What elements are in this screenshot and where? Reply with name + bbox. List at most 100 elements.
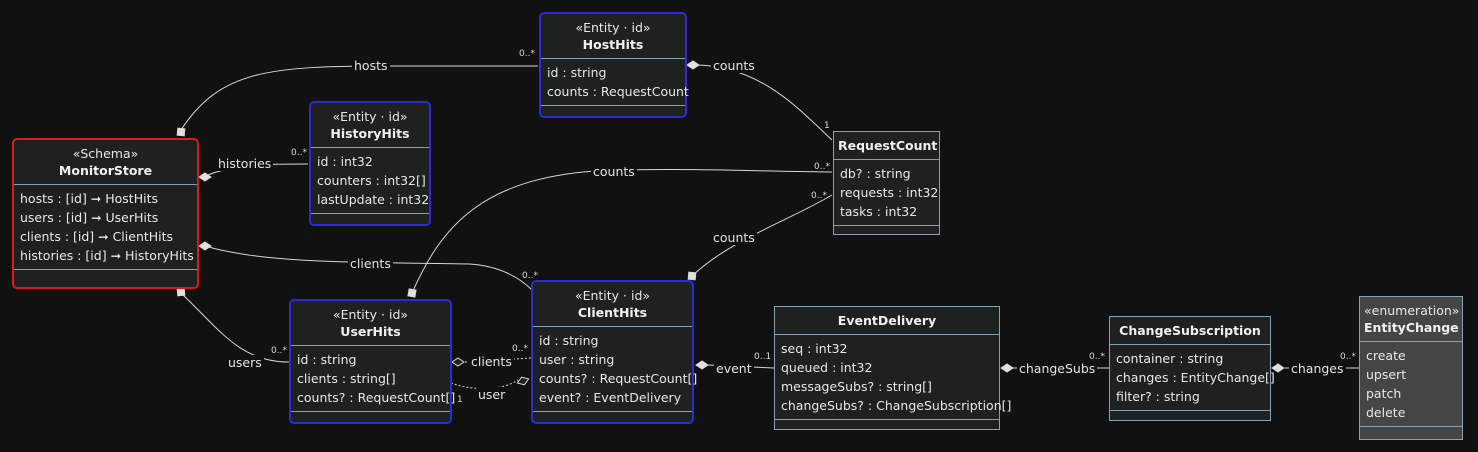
node-stereotype: «Entity · id»: [574, 288, 651, 303]
node-attributes: db? : string requests : int32 tasks : in…: [834, 160, 939, 226]
node-attribute: id : string: [547, 65, 607, 80]
node-title: ChangeSubscription: [1119, 323, 1261, 338]
node-attributes: id : int32 counters : int32[] lastUpdate…: [311, 148, 429, 214]
cardinality-client-user: 1: [457, 395, 463, 405]
cardinality-change-subs: 0..*: [1089, 352, 1105, 362]
aggregation-diamond: [695, 360, 709, 370]
node-attribute: container : string: [1116, 351, 1224, 366]
edge-label-histories: histories: [216, 156, 274, 171]
node-attribute: clients : [id] ➞ ClientHits: [20, 229, 174, 244]
node-attribute: counts? : RequestCount[]: [297, 390, 456, 405]
aggregation-diamond: [198, 241, 212, 251]
node-attributes: container : string changes : EntityChang…: [1110, 345, 1275, 411]
aggregation-diamond: [407, 288, 417, 298]
aggregation-diamond: [1000, 363, 1014, 373]
cardinality-users: 0..*: [271, 346, 287, 356]
node-attribute: id : int32: [317, 154, 373, 169]
node-attribute: counters : int32[]: [317, 173, 426, 188]
cardinality-clients: 0..*: [522, 271, 538, 281]
edge-label-client-counts: counts: [711, 230, 757, 245]
cardinality-changes: 0..*: [1340, 352, 1356, 362]
node-attribute: seq : int32: [781, 341, 848, 356]
node-stereotype: «Entity · id»: [575, 20, 651, 35]
node-attribute: db? : string: [840, 166, 911, 181]
edge-label-event: event: [714, 361, 754, 376]
edge-label-host-counts: counts: [711, 58, 757, 73]
edge-client-user: [450, 379, 519, 390]
node-monitor-store[interactable]: «Schema» MonitorStore hosts : [id] ➞ Hos…: [12, 138, 199, 289]
edge-host-counts: [693, 64, 833, 141]
node-title: ClientHits: [577, 305, 648, 320]
cardinality-host-counts: 1: [824, 121, 830, 131]
node-client-hits[interactable]: «Entity · id» ClientHits id : string use…: [531, 280, 698, 424]
cardinality-user-counts: 0..*: [814, 162, 830, 172]
node-title: HistoryHits: [330, 126, 410, 141]
enum-value: patch: [1366, 386, 1402, 401]
aggregation-diamond: [176, 127, 186, 137]
node-attribute: queued : int32: [781, 360, 873, 375]
node-attribute: changes : EntityChange[]: [1116, 370, 1275, 385]
node-title: EntityChange: [1364, 320, 1459, 335]
node-attributes: id : string counts : RequestCount: [541, 59, 689, 106]
cardinality-histories: 0..*: [291, 148, 307, 158]
aggregation-diamond: [198, 172, 212, 182]
node-history-hits[interactable]: «Entity · id» HistoryHits id : int32 cou…: [309, 101, 431, 226]
edge-label-hosts: hosts: [352, 58, 390, 73]
node-stereotype: «Entity · id»: [332, 307, 409, 322]
node-attribute: id : string: [297, 352, 357, 367]
cardinality-user-clients: 0..*: [512, 344, 528, 354]
aggregation-diamond: [687, 271, 697, 281]
cardinality-client-counts: 0..*: [811, 191, 827, 201]
node-title: RequestCount: [838, 138, 938, 153]
node-stereotype: «Entity · id»: [332, 109, 408, 124]
aggregation-diamond: [1271, 363, 1285, 373]
edge-label-user-counts: counts: [591, 164, 637, 179]
node-attributes: hosts : [id] ➞ HostHits users : [id] ➞ U…: [14, 185, 197, 270]
node-attribute: id : string: [539, 333, 599, 348]
node-attributes: id : string user : string counts? : Requ…: [533, 327, 698, 412]
node-attribute: lastUpdate : int32: [317, 192, 430, 207]
edge-user-counts: [411, 168, 833, 294]
node-title: MonitorStore: [58, 163, 153, 178]
edge-label-change-subs: changeSubs: [1017, 361, 1098, 376]
enum-value: create: [1366, 348, 1406, 363]
node-change-subscription[interactable]: ChangeSubscription container : string ch…: [1109, 316, 1275, 421]
node-attribute: messageSubs? : string[]: [781, 379, 932, 394]
edge-label-client-user: user: [476, 387, 508, 402]
cardinality-hosts: 0..*: [519, 49, 535, 59]
node-title: EventDelivery: [837, 313, 937, 328]
node-attribute: counts? : RequestCount[]: [539, 371, 698, 386]
node-attribute: histories : [id] ➞ HistoryHits: [20, 248, 194, 263]
node-user-hits[interactable]: «Entity · id» UserHits id : string clien…: [289, 299, 456, 424]
node-host-hits[interactable]: «Entity · id» HostHits id : string count…: [539, 12, 689, 118]
node-attributes: create upsert patch delete: [1360, 342, 1462, 427]
edge-label-changes: changes: [1289, 361, 1346, 376]
node-attribute: hosts : [id] ➞ HostHits: [20, 191, 158, 206]
edge-client-counts: [691, 194, 833, 277]
node-title: UserHits: [340, 324, 401, 339]
edge-label-user-clients: clients: [469, 354, 514, 369]
node-request-count[interactable]: RequestCount db? : string requests : int…: [833, 131, 940, 235]
node-stereotype: «Schema»: [72, 146, 139, 161]
node-attributes: seq : int32 queued : int32 messageSubs? …: [775, 335, 1012, 420]
node-entity-change[interactable]: «enumeration» EntityChange create upsert…: [1359, 296, 1463, 440]
node-attribute: user : string: [539, 352, 615, 367]
node-attribute: tasks : int32: [840, 204, 918, 219]
edge-clients: [204, 245, 533, 291]
node-attribute: filter? : string: [1116, 389, 1200, 404]
enum-value: delete: [1366, 405, 1406, 420]
aggregation-diamond: [686, 60, 700, 70]
node-attribute: event? : EventDelivery: [539, 390, 682, 405]
enum-value: upsert: [1366, 367, 1407, 382]
edge-users: [180, 292, 290, 363]
aggregation-diamond-hollow: [516, 376, 530, 386]
node-event-delivery[interactable]: EventDelivery seq : int32 queued : int32…: [774, 306, 1012, 430]
node-title: HostHits: [582, 37, 644, 52]
edge-label-clients: clients: [348, 256, 393, 271]
aggregation-diamond-hollow: [451, 357, 465, 367]
node-attribute: counts : RequestCount: [547, 84, 689, 99]
node-attribute: clients : string[]: [297, 371, 396, 386]
node-attribute: changeSubs? : ChangeSubscription[]: [781, 398, 1012, 413]
node-stereotype: «enumeration»: [1364, 303, 1460, 318]
node-attribute: users : [id] ➞ UserHits: [20, 210, 159, 225]
